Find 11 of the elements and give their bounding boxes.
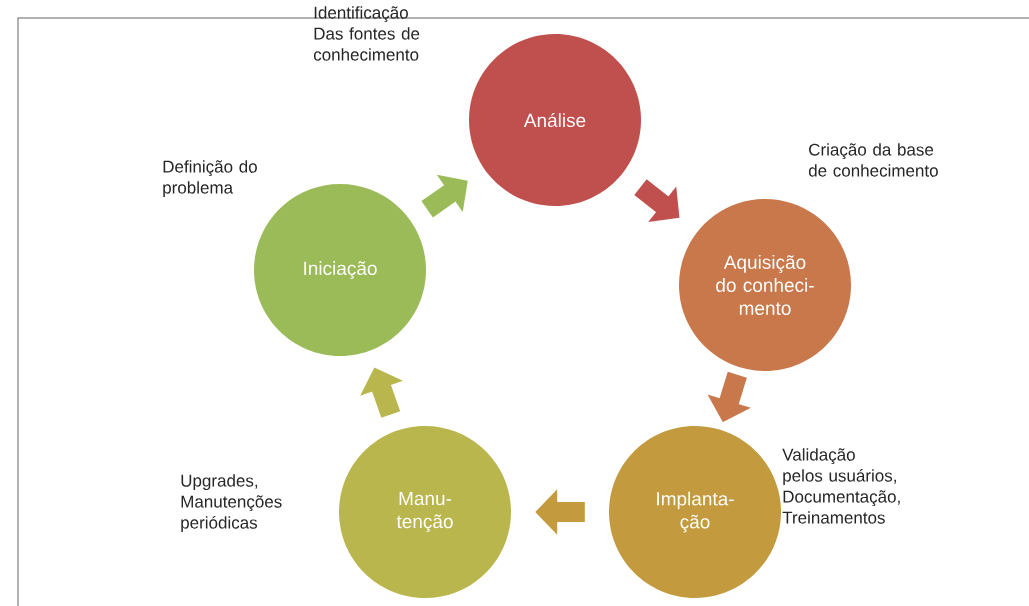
circle-label: Análise [523, 112, 586, 128]
circle-label: Iniciação [304, 261, 377, 279]
note-text: Definição do problema [163, 160, 257, 198]
note-text: Upgrades, Manutenções periódicas [181, 474, 282, 533]
note-text: Validação pelos usuários, Documentação, Treinamentos [782, 448, 900, 524]
circle-label: Manu- tenção [396, 491, 453, 533]
circle-label: Implanta- ção [657, 491, 734, 533]
circle-label: Aquisição do conheci- mento [716, 255, 814, 315]
note-text: Identificação Das fontes de conhecimento [313, 6, 420, 61]
block-arrow [421, 174, 468, 218]
note-text: Criação da base de conhecimento [808, 143, 938, 177]
